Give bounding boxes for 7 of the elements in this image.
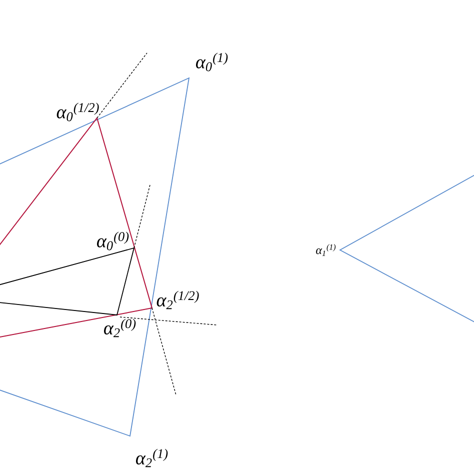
vertex-label: α$_{2}$(1): [136, 448, 168, 468]
vertex-label: α$_{2}$(1/2): [156, 290, 199, 310]
vertex-label: α$_{0}$(0): [97, 232, 129, 250]
vertex-label: α$_{0}$(1/2): [56, 102, 99, 122]
vertex-label: α$_{1}$(1): [316, 244, 336, 256]
vertex-label: α$_{2}$(0): [104, 318, 136, 338]
vertex-label: α$_{0}$(1): [196, 52, 228, 72]
